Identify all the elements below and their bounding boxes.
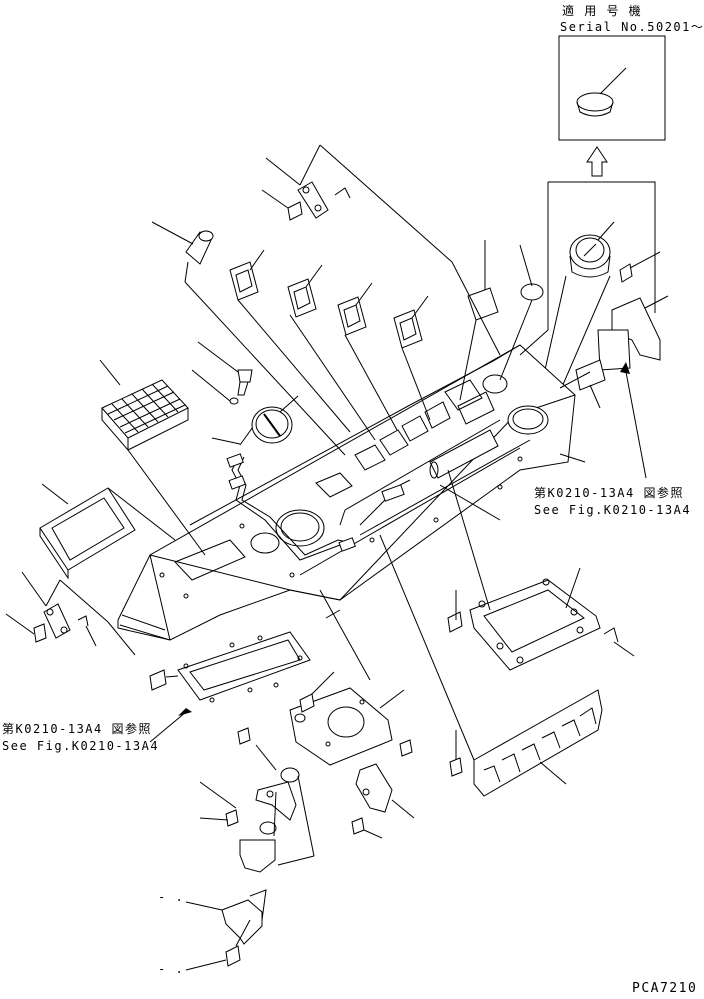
serial-inset <box>558 35 666 177</box>
gauge-mount-plate <box>289 589 413 766</box>
bottom-bracket <box>185 889 267 971</box>
wiring-harness <box>226 419 411 561</box>
callout-dash-1: - . <box>158 890 185 904</box>
ref-fig-left-en: See Fig.K0210-13A4 <box>2 739 160 753</box>
left-panel-parts <box>39 359 206 580</box>
top-plug <box>151 221 346 456</box>
lower-left-bracket <box>5 571 136 656</box>
ref-fig-right-jp: 第K0210-13A4 図参照 <box>534 486 684 500</box>
right-grille <box>379 484 603 797</box>
right-bracket <box>519 251 669 479</box>
callout-dash-2: - . <box>158 962 185 976</box>
left-bolts <box>191 341 253 445</box>
serial-number-label: Serial No.50201～ <box>560 20 704 34</box>
drawing-number: PCA7210 <box>632 981 698 996</box>
console-housing <box>117 344 576 641</box>
ref-fig-left-jp: 第K0210-13A4 図参照 <box>2 722 152 736</box>
applicable-serial-jp: 適 用 号 機 <box>562 4 643 18</box>
ref-fig-right-en: See Fig.K0210-13A4 <box>534 503 692 517</box>
lower-gasket-left <box>149 609 341 745</box>
ignition-switch <box>251 395 299 444</box>
top-bracket <box>261 144 501 356</box>
lower-sensor <box>199 744 415 873</box>
rocker-switches <box>229 240 544 441</box>
